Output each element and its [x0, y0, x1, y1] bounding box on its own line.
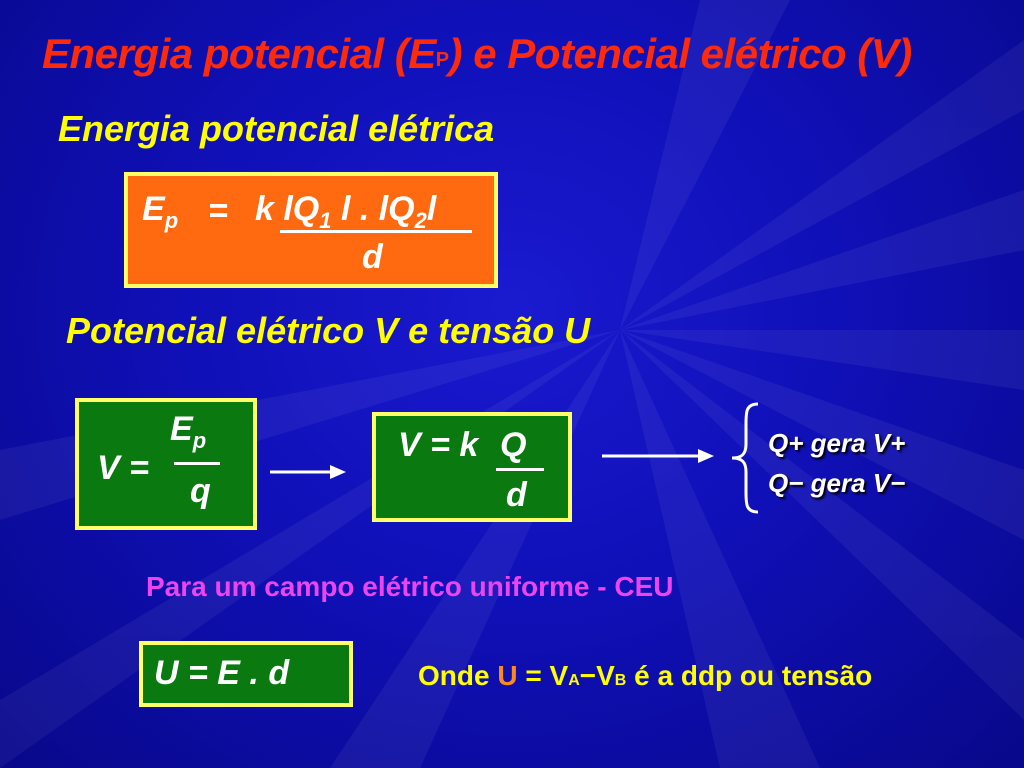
- formula3-fraction-bar: [496, 468, 544, 471]
- onde-text: Onde U = VA−VB é a ddp ou tensão: [418, 660, 873, 691]
- title-subscript: P: [435, 49, 449, 71]
- formula3-numerator: Q: [500, 426, 527, 464]
- formula1-denominator: d: [362, 238, 383, 276]
- arrow-right-icon: [270, 465, 346, 479]
- formula2-numerator: Ep: [170, 410, 207, 453]
- formula2-fraction-bar: [174, 462, 220, 465]
- formula1-numerator: k lQ1 l . lQ2l: [255, 190, 437, 233]
- formula2-denominator: q: [190, 472, 211, 510]
- formula3-lhs: V = k: [398, 426, 479, 464]
- heading-energia-potencial: Energia potencial elétrica: [58, 108, 495, 149]
- brace-line-negative: Q− gera V−: [768, 468, 906, 498]
- formula4-text: U = E . d: [154, 654, 290, 692]
- ceu-text: Para um campo elétrico uniforme - CEU: [146, 571, 674, 602]
- title-pre: Energia potencial (E: [42, 30, 436, 77]
- heading-potencial-tensao: Potencial elétrico V e tensão U: [66, 310, 591, 351]
- formula-box-v-ep: [75, 398, 257, 530]
- formula1-equals: =: [208, 192, 228, 230]
- slide-title: Energia potencial (EP) e Potencial elétr…: [42, 30, 912, 78]
- formula1-lhs: Ep: [142, 190, 179, 233]
- title-post: ) e Potencial elétrico (V): [448, 30, 913, 77]
- formula2-lhs: V =: [97, 449, 149, 487]
- curly-brace-icon: [731, 402, 759, 514]
- formula-box-v-kq: [372, 412, 572, 522]
- formula-box-u-ed: [139, 641, 353, 707]
- brace-line-positive: Q+ gera V+: [768, 428, 906, 458]
- formula1-fraction-bar: [280, 230, 472, 233]
- formula3-denominator: d: [506, 476, 527, 514]
- arrow-right-icon: [602, 449, 714, 463]
